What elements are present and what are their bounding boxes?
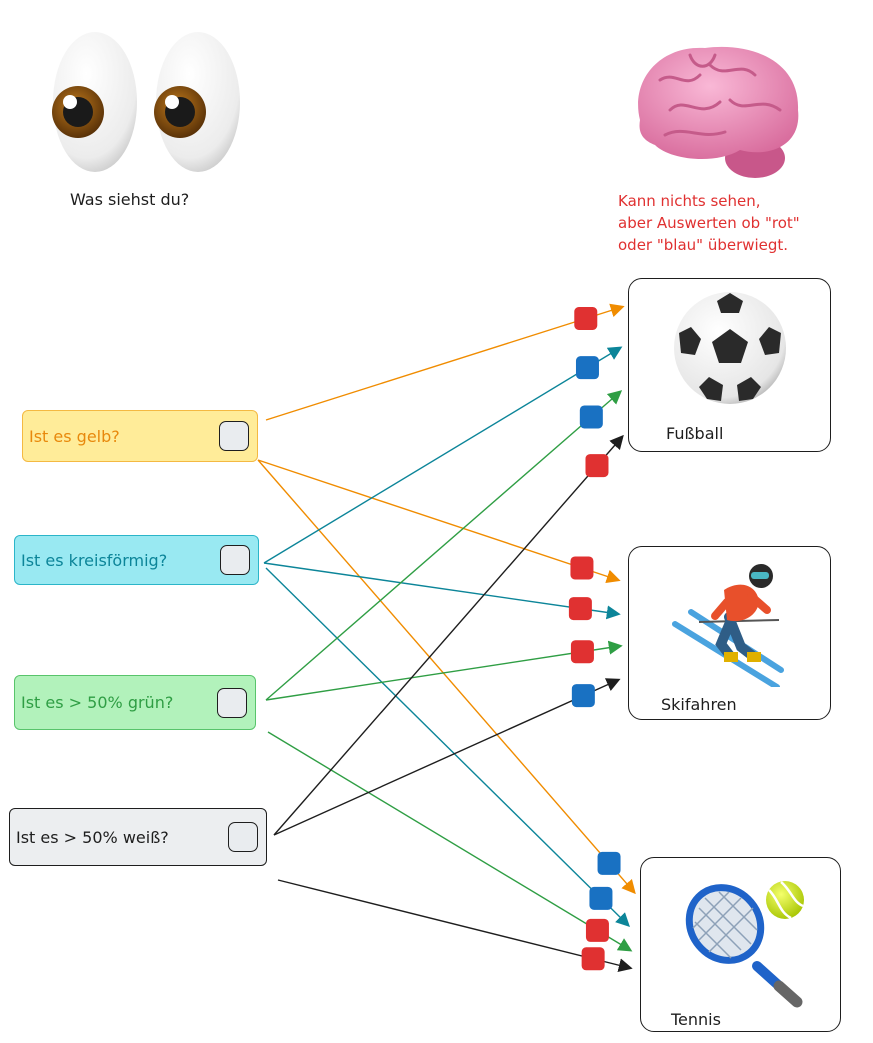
weight-blue-square: [575, 356, 599, 380]
connection-line: [257, 459, 636, 895]
category-label: Skifahren: [661, 695, 737, 714]
question-label: Ist es > 50% grün?: [21, 693, 174, 712]
eyes-icon: [52, 32, 240, 172]
connection-line: [273, 434, 624, 836]
question-yellow[interactable]: Ist es gelb?: [22, 410, 258, 462]
soccer-ball-icon: [674, 292, 786, 404]
weight-red-square: [568, 597, 592, 621]
connection-line: [265, 567, 630, 927]
connection-line: [265, 640, 623, 701]
connection-line: [267, 731, 633, 952]
weight-blue-square: [597, 851, 621, 875]
category-card-soccer: Fußball: [628, 278, 831, 452]
brain-note: Kann nichts sehen, aber Auswerten ob "ro…: [618, 192, 800, 254]
weight-blue-square: [579, 405, 603, 429]
question-checkbox[interactable]: [220, 545, 250, 575]
question-label: Ist es gelb?: [29, 426, 120, 446]
weight-red-square: [570, 556, 594, 580]
weight-red-square: [585, 454, 609, 478]
question-checkbox[interactable]: [219, 421, 249, 451]
eyes-caption: Was siehst du?: [70, 190, 190, 209]
question-checkbox[interactable]: [217, 687, 247, 718]
question-label: Ist es > 50% weiß?: [16, 827, 169, 847]
weight-blue-square: [589, 886, 613, 910]
connection-line: [277, 879, 633, 973]
question-checkbox[interactable]: [228, 822, 258, 852]
connection-line: [263, 346, 623, 564]
tennis-racket-ball-icon: [685, 881, 804, 1008]
question-white[interactable]: Ist es > 50% weiß?: [9, 808, 267, 866]
weight-red-square: [585, 918, 609, 942]
connection-line: [265, 390, 623, 701]
question-circular[interactable]: Ist es kreisförmig?: [14, 535, 259, 585]
category-label: Tennis: [671, 1010, 721, 1029]
skier-icon: [672, 564, 784, 687]
category-card-skiing: Skifahren: [628, 546, 831, 720]
brain-icon: [638, 46, 799, 178]
category-card-tennis: Tennis: [640, 857, 841, 1032]
weight-red-square: [570, 640, 594, 664]
weight-blue-square: [571, 684, 595, 708]
connection-line: [273, 678, 621, 836]
connection-line: [257, 459, 621, 584]
category-label: Fußball: [666, 424, 724, 443]
question-green[interactable]: Ist es > 50% grün?: [14, 675, 256, 730]
question-label: Ist es kreisförmig?: [21, 550, 168, 570]
connection-line: [263, 562, 621, 620]
weight-red-square: [581, 947, 605, 971]
connection-line: [265, 303, 625, 421]
weight-red-square: [574, 306, 598, 330]
